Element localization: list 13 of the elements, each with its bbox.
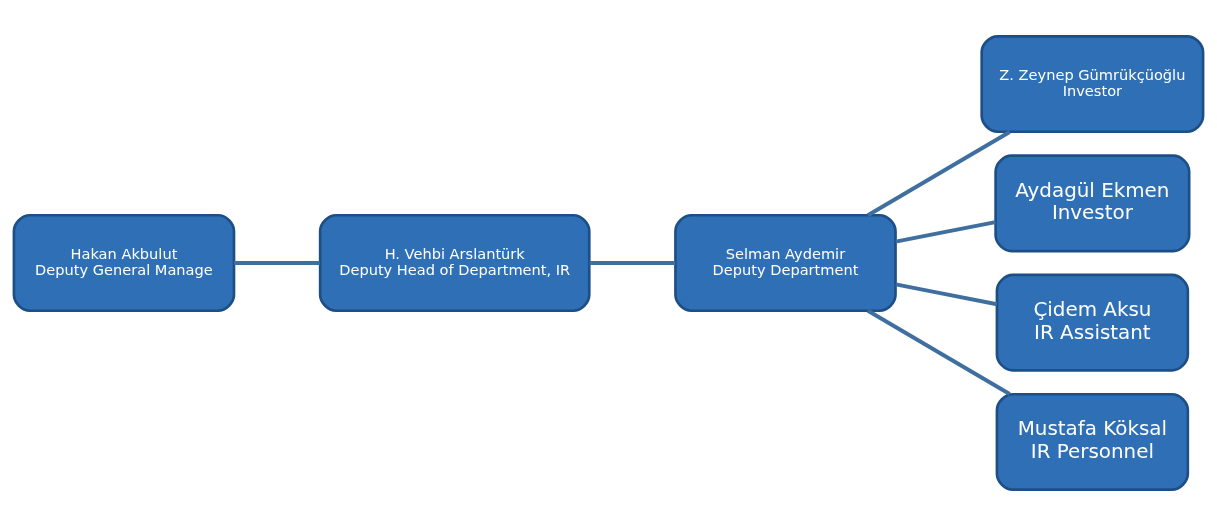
connector [589,260,676,265]
node-box: Mustafa Köksal IR Personnel [995,392,1190,491]
connector [866,308,1011,396]
node-box: Selman Aydemir Deputy Department [674,213,897,312]
node-box: Hakan Akbulut Deputy General Manage [12,213,236,312]
connector [895,219,996,244]
node-box: Z. Zeynep Gümrükçüoğlu Investor [980,34,1205,133]
node-box: Aydagül Ekmen Investor [994,153,1191,252]
connector [895,281,998,306]
connector [234,260,320,265]
node-box: H. Vehbi Arslantürk Deputy Head of Department, IR [318,213,591,312]
connector [866,129,1011,217]
node-box: Çidem Aksu IR Assistant [995,273,1190,372]
